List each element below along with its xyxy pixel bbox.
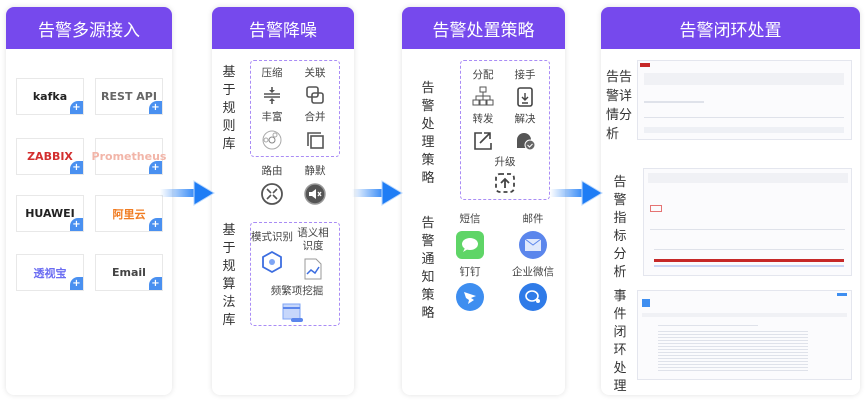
item-pattern: 模式识别 — [251, 231, 293, 243]
item-enrich: 丰富 — [261, 111, 283, 123]
item-merge: 合并 — [304, 111, 326, 123]
clipboard-download-icon — [513, 84, 537, 108]
source-tile[interactable]: 阿里云+ — [95, 195, 163, 232]
item-frequent: 频繁项挖掘 — [270, 285, 324, 297]
rule-library-label: 基于规则库 — [221, 64, 237, 154]
add-source-icon[interactable]: + — [70, 161, 83, 174]
metric-analysis-screenshot — [643, 168, 852, 276]
source-tile[interactable]: kafka+ — [16, 78, 84, 115]
algorithm-library-label: 基于规算法库 — [221, 222, 237, 330]
item-correlate: 关联 — [304, 67, 326, 79]
event-closure-screenshot — [637, 290, 852, 380]
source-name: 透视宝 — [33, 266, 67, 280]
metric-analysis-label: 告警指标分析 — [612, 174, 628, 282]
frequent-mining-icon — [281, 300, 305, 324]
source-tile[interactable]: Email+ — [95, 254, 163, 291]
correlate-icon — [303, 83, 327, 107]
resolved-user-icon — [513, 128, 537, 152]
item-compress: 压缩 — [261, 67, 283, 79]
item-dingtalk: 钉钉 — [459, 266, 481, 278]
algorithm-group — [250, 222, 340, 326]
flow-arrow-3 — [550, 180, 603, 206]
handling-group — [460, 60, 550, 200]
source-name: Prometheus — [91, 150, 167, 163]
source-name: HUAWEI — [25, 207, 75, 220]
column-title: 告警闭环处置 — [601, 7, 860, 49]
route-icon — [260, 182, 284, 206]
notify-strategy-label: 告警通知策略 — [420, 215, 436, 323]
source-name: ZABBIX — [27, 150, 73, 163]
mute-icon — [303, 182, 327, 206]
algorithm-library-text: 基于规算法库 — [222, 223, 236, 328]
sms-icon — [456, 231, 484, 259]
column-title: 告警多源接入 — [6, 7, 172, 49]
add-source-icon[interactable]: + — [149, 161, 162, 174]
merge-icon — [303, 128, 327, 152]
item-wecom: 企业微信 — [512, 266, 554, 278]
similarity-icon — [301, 257, 325, 281]
item-email: 邮件 — [522, 213, 544, 225]
wecom-icon — [519, 283, 547, 311]
source-tile[interactable]: REST API+ — [95, 78, 163, 115]
source-tile[interactable]: ZABBIX+ — [16, 138, 84, 175]
add-source-icon[interactable]: + — [70, 101, 83, 114]
metric-analysis-text: 告警指标分析 — [613, 175, 627, 280]
compress-icon — [260, 83, 284, 107]
column-noise-reduction: 告警降噪 — [212, 7, 354, 395]
rule-group — [250, 60, 340, 157]
column-title: 告警处置策略 — [402, 7, 565, 49]
detail-analysis-label: 告告警详情分析 — [606, 70, 633, 142]
source-name: kafka — [32, 90, 68, 103]
item-resolve: 解决 — [514, 113, 536, 125]
pattern-recognition-icon — [260, 250, 284, 274]
add-source-icon[interactable]: + — [149, 218, 162, 231]
handling-strategy-text: 告警处理策略 — [421, 81, 435, 186]
escalate-icon — [493, 171, 517, 195]
add-source-icon[interactable]: + — [70, 277, 83, 290]
add-source-icon[interactable]: + — [149, 101, 162, 114]
closure-handling-label: 事件闭环处理 — [612, 288, 628, 396]
notify-strategy-text: 告警通知策略 — [421, 216, 435, 321]
add-source-icon[interactable]: + — [70, 218, 83, 231]
source-tile[interactable]: Prometheus+ — [92, 138, 166, 175]
enrich-icon — [260, 128, 284, 152]
item-sms: 短信 — [459, 213, 481, 225]
source-name: REST API — [101, 90, 157, 103]
column-title: 告警降噪 — [212, 7, 354, 49]
flow-arrow-2 — [352, 180, 403, 206]
column-strategy: 告警处置策略 — [402, 7, 565, 395]
forward-icon — [471, 128, 495, 152]
rule-library-text: 基于规则库 — [222, 65, 236, 152]
alert-detail-screenshot — [637, 60, 852, 140]
source-tile[interactable]: HUAWEI+ — [16, 195, 84, 232]
item-forward: 转发 — [472, 113, 494, 125]
email-icon — [519, 231, 547, 259]
dingtalk-icon — [456, 283, 484, 311]
item-silence: 静默 — [304, 165, 326, 177]
item-route: 路由 — [261, 165, 283, 177]
add-source-icon[interactable]: + — [149, 277, 162, 290]
assign-icon — [471, 84, 495, 108]
flow-arrow-1 — [160, 180, 215, 206]
item-semantic: 语义相识度 — [297, 227, 329, 252]
item-takeover: 接手 — [514, 69, 536, 81]
handling-strategy-label: 告警处理策略 — [420, 80, 436, 188]
source-name: 阿里云 — [112, 207, 146, 221]
source-name: Email — [112, 266, 146, 279]
closure-handling-text: 事件闭环处理 — [613, 289, 627, 394]
source-tile[interactable]: 透视宝+ — [16, 254, 84, 291]
item-escalate: 升级 — [494, 156, 516, 168]
item-assign: 分配 — [472, 69, 494, 81]
